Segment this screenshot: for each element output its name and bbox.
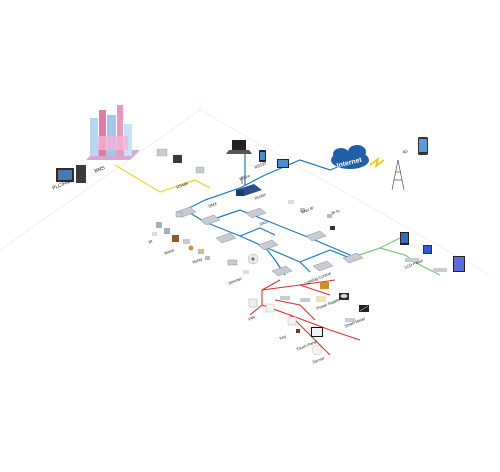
router-icon	[236, 176, 262, 196]
field-devices-mid	[243, 200, 335, 274]
ethernet-links	[184, 150, 356, 276]
phone-icon	[259, 150, 266, 162]
building-icon	[86, 105, 140, 160]
tower-icon	[391, 159, 405, 191]
serial-link	[114, 164, 211, 193]
laptop-icon	[226, 140, 252, 154]
plc-hmi-icon	[56, 165, 86, 183]
green-bus	[349, 247, 441, 276]
panel-icon	[400, 232, 465, 272]
mobile-phone-icon	[418, 137, 428, 155]
field-devices-left	[152, 222, 210, 260]
green-bus-branch	[379, 237, 401, 249]
tablet-icon	[277, 159, 289, 168]
serial-devices	[156, 148, 205, 174]
red-bus	[249, 279, 361, 356]
floor-guides	[0, 100, 491, 276]
sensor-icon	[248, 296, 355, 356]
cloud-icon	[331, 145, 369, 169]
lamp-icon	[316, 282, 369, 312]
wireless-bolt	[369, 156, 385, 169]
module-icon	[175, 206, 364, 277]
